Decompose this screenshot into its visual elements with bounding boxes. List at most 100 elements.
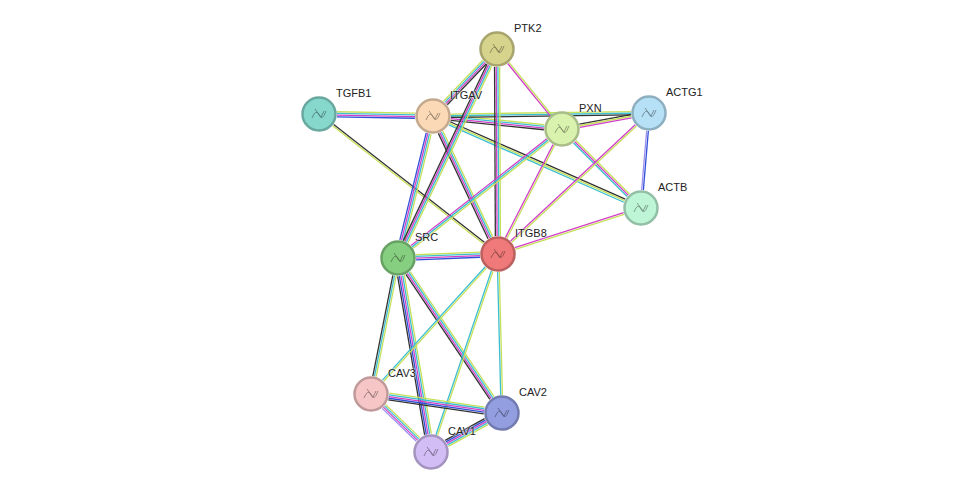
evidence-line	[337, 115, 415, 116]
evidence-line	[494, 67, 496, 236]
evidence-line	[405, 65, 489, 241]
interaction-edge	[398, 275, 432, 435]
protein-node: PTK2	[479, 31, 515, 67]
protein-label: TGFB1	[336, 87, 371, 100]
evidence-line	[383, 407, 417, 440]
evidence-line	[642, 131, 647, 190]
evidence-line	[389, 397, 484, 411]
interaction-edge	[495, 67, 501, 236]
interaction-edge	[451, 112, 631, 118]
protein-label: CAV3	[388, 367, 416, 380]
interaction-edge	[337, 112, 415, 118]
evidence-line	[443, 131, 493, 236]
evidence-line	[499, 67, 501, 236]
evidence-line	[375, 276, 395, 377]
structure-glyph	[426, 111, 440, 120]
node-disc	[382, 242, 415, 275]
evidence-line	[410, 272, 494, 397]
node-disc	[546, 113, 579, 146]
structure-glyph	[495, 408, 509, 417]
interaction-edge	[449, 122, 625, 203]
protein-label: CAV2	[519, 386, 547, 399]
node-disc	[633, 97, 666, 130]
evidence-line	[337, 113, 415, 114]
evidence-line	[576, 141, 630, 195]
node-circle	[480, 236, 516, 272]
node-circle	[479, 31, 515, 67]
protein-node: TGFB1	[301, 96, 337, 132]
evidence-line	[448, 423, 487, 445]
interaction-edge	[498, 272, 503, 395]
evidence-line	[333, 126, 484, 244]
protein-label: CAV1	[448, 425, 476, 438]
node-disc	[355, 378, 388, 411]
protein-label: PXN	[579, 102, 602, 115]
node-circle	[301, 96, 337, 132]
evidence-line	[382, 408, 416, 441]
protein-node: CAV1	[413, 434, 449, 470]
protein-label: PTK2	[514, 22, 542, 35]
protein-node: ACTB	[623, 190, 659, 226]
evidence-line	[451, 115, 631, 118]
interaction-edge	[382, 267, 486, 381]
evidence-line	[446, 420, 485, 442]
interaction-edge	[574, 141, 630, 197]
interaction-edge	[642, 131, 649, 190]
evidence-line	[515, 214, 624, 249]
protein-node: ITGAV	[415, 98, 451, 134]
evidence-line	[376, 276, 396, 377]
structure-glyph	[312, 109, 326, 118]
node-disc	[625, 192, 658, 225]
evidence-line	[445, 419, 484, 441]
node-disc	[482, 238, 515, 271]
protein-node: ITGB8	[480, 236, 516, 272]
protein-node: SRC	[380, 240, 416, 276]
evidence-line	[403, 275, 430, 434]
structure-glyph	[424, 447, 438, 456]
evidence-line	[398, 276, 425, 435]
evidence-line	[416, 257, 480, 260]
evidence-line	[411, 139, 547, 246]
evidence-line	[399, 276, 426, 435]
evidence-line	[512, 126, 637, 242]
node-disc	[303, 98, 336, 131]
evidence-line	[337, 112, 415, 113]
node-circle	[631, 95, 667, 131]
interaction-edge	[388, 393, 484, 414]
interaction-edge	[373, 275, 396, 376]
interaction-edge	[508, 62, 552, 115]
node-circle	[353, 376, 389, 412]
interaction-edge	[505, 145, 554, 239]
protein-label: ITGAV	[450, 89, 482, 102]
structure-glyph	[634, 203, 648, 212]
node-disc	[415, 436, 448, 469]
structure-glyph	[491, 249, 505, 258]
evidence-line	[384, 268, 487, 381]
node-disc	[486, 397, 519, 430]
evidence-line	[575, 142, 629, 196]
interaction-edge	[403, 64, 491, 243]
evidence-line	[498, 272, 501, 395]
evidence-line	[337, 117, 415, 118]
evidence-line	[515, 213, 624, 248]
evidence-line	[574, 143, 628, 197]
evidence-line	[449, 125, 624, 202]
interaction-edge	[515, 213, 624, 250]
evidence-line	[580, 118, 632, 127]
structure-glyph	[555, 124, 569, 133]
evidence-line	[580, 116, 632, 125]
evidence-line	[408, 66, 492, 242]
interaction-edge	[416, 252, 480, 260]
interaction-edge	[579, 115, 631, 128]
evidence-line	[385, 406, 419, 439]
evidence-line	[447, 422, 486, 444]
node-circle	[413, 434, 449, 470]
interaction-edge	[382, 405, 420, 442]
evidence-line	[403, 64, 487, 240]
evidence-line	[386, 405, 420, 438]
evidence-line	[509, 62, 551, 114]
structure-glyph	[391, 253, 405, 262]
node-circle	[484, 395, 520, 431]
structure-glyph	[490, 44, 504, 53]
